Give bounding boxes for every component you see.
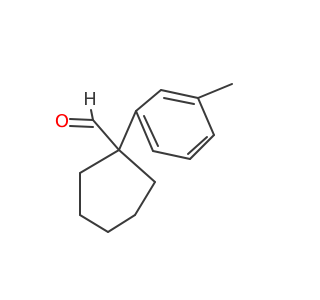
double-bond-inner <box>69 125 94 128</box>
bond <box>118 110 137 151</box>
bond <box>118 149 156 183</box>
aromatic-inner-bond <box>143 115 159 147</box>
bond <box>135 89 162 112</box>
oxygen-atom: O <box>55 111 69 132</box>
bond <box>107 214 136 233</box>
structure-canvas: O H <box>55 83 233 233</box>
double-bond-outer <box>69 118 94 121</box>
molecule-drawing: O H <box>55 83 233 233</box>
bond <box>197 83 233 99</box>
hydrogen-atom: H <box>83 89 97 110</box>
aromatic-inner-bond <box>163 97 195 105</box>
bond <box>92 119 120 151</box>
bond <box>79 149 120 174</box>
bond <box>197 97 215 136</box>
aromatic-inner-bond <box>187 136 208 155</box>
aldehyde-group: O H <box>55 89 120 151</box>
cyclohexane-ring <box>79 149 156 233</box>
bond <box>152 150 191 160</box>
benzene-ring <box>118 89 215 160</box>
bond <box>134 181 156 216</box>
methyl-group <box>197 83 233 99</box>
bond <box>189 134 215 160</box>
bond <box>160 89 199 99</box>
bond <box>90 109 94 121</box>
bond <box>135 110 154 152</box>
bond <box>79 214 109 233</box>
